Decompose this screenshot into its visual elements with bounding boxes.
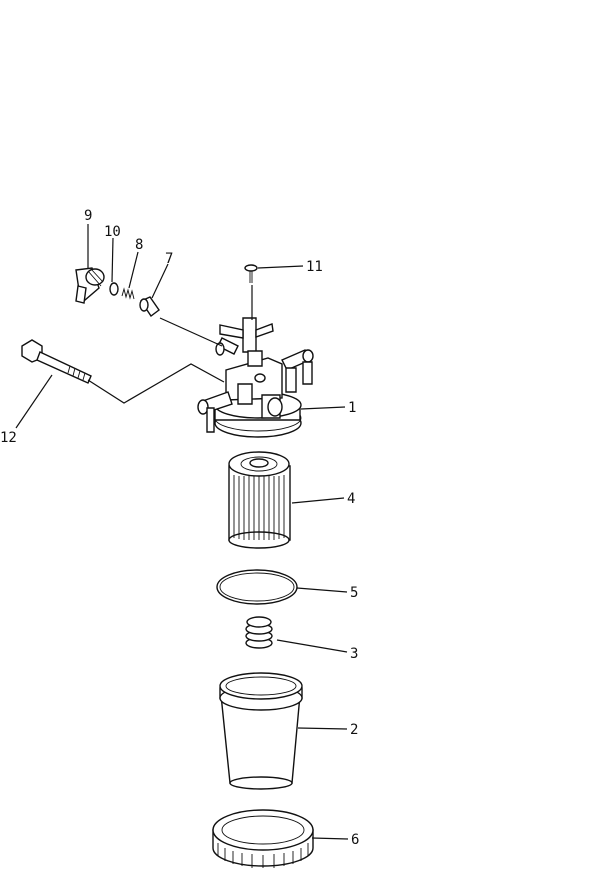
callout-4: 4 (347, 491, 355, 507)
callout-5: 5 (350, 585, 358, 601)
callout-11: 11 (306, 259, 323, 275)
part-3-spring (245, 616, 273, 649)
callout-8: 8 (135, 237, 143, 253)
part-10-o-ring (109, 282, 119, 296)
callout-9: 9 (84, 208, 92, 224)
callout-6: 6 (351, 832, 359, 848)
callout-labels: 9 10 8 7 11 12 1 4 5 3 2 6 (0, 208, 359, 848)
callout-1: 1 (348, 400, 356, 416)
part-1-filter-head (197, 317, 314, 438)
part-4-filter-element (228, 451, 291, 549)
callout-3: 3 (350, 646, 358, 662)
callout-7: 7 (165, 251, 173, 267)
part-6-retaining-ring (212, 809, 314, 868)
callout-2: 2 (350, 722, 358, 738)
part-12-bolt (21, 339, 92, 384)
part-9-valve-lever (75, 267, 105, 304)
leader-lines (15, 224, 349, 840)
part-8-spring (121, 287, 135, 300)
part-2-filter-bowl (219, 672, 303, 790)
callout-12: 12 (0, 430, 17, 446)
part-7-valve-plug (139, 296, 160, 318)
part-11-screw (244, 264, 258, 283)
part-5-large-o-ring (216, 569, 298, 605)
callout-10: 10 (104, 224, 121, 240)
